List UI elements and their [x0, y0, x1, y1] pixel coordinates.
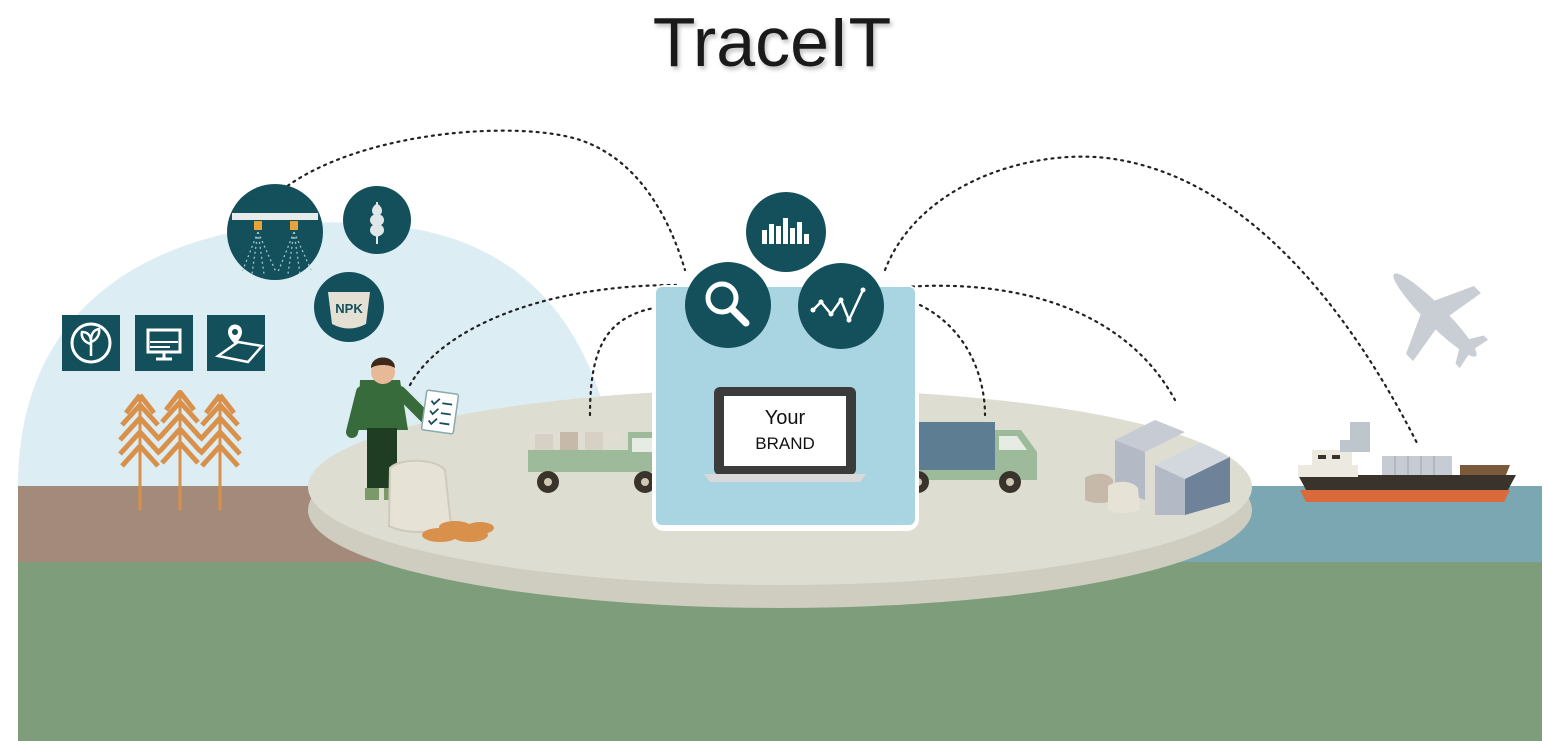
cargo-ship	[1298, 422, 1516, 502]
field-map-pin-icon	[207, 315, 265, 371]
warehouse-boxes	[1085, 420, 1230, 515]
grain-icon	[343, 186, 411, 254]
trend-line-icon	[798, 263, 884, 349]
monitor-icon	[135, 315, 193, 371]
search-magnifier-icon	[685, 262, 771, 348]
airplane	[1393, 273, 1489, 369]
npk-label: NPK	[335, 301, 363, 316]
wheat-stalk	[198, 393, 242, 510]
laptop: Your BRAND	[704, 387, 866, 482]
wheat-stalk	[118, 393, 162, 510]
page-title: TraceIT	[652, 3, 892, 81]
wheat-plants	[118, 390, 242, 510]
bar-chart-icon	[746, 192, 826, 272]
npk-fertilizer-icon: NPK	[314, 272, 384, 342]
laptop-brand-line2: BRAND	[755, 434, 815, 453]
laptop-brand-line1: Your	[765, 407, 806, 429]
grain-sack	[387, 459, 453, 533]
seed-pile	[422, 521, 494, 542]
irrigation-sprayer-icon	[227, 184, 323, 280]
farmer-figure	[346, 357, 460, 500]
plant-care-icon	[62, 315, 120, 371]
wheat-stalk	[158, 390, 202, 510]
